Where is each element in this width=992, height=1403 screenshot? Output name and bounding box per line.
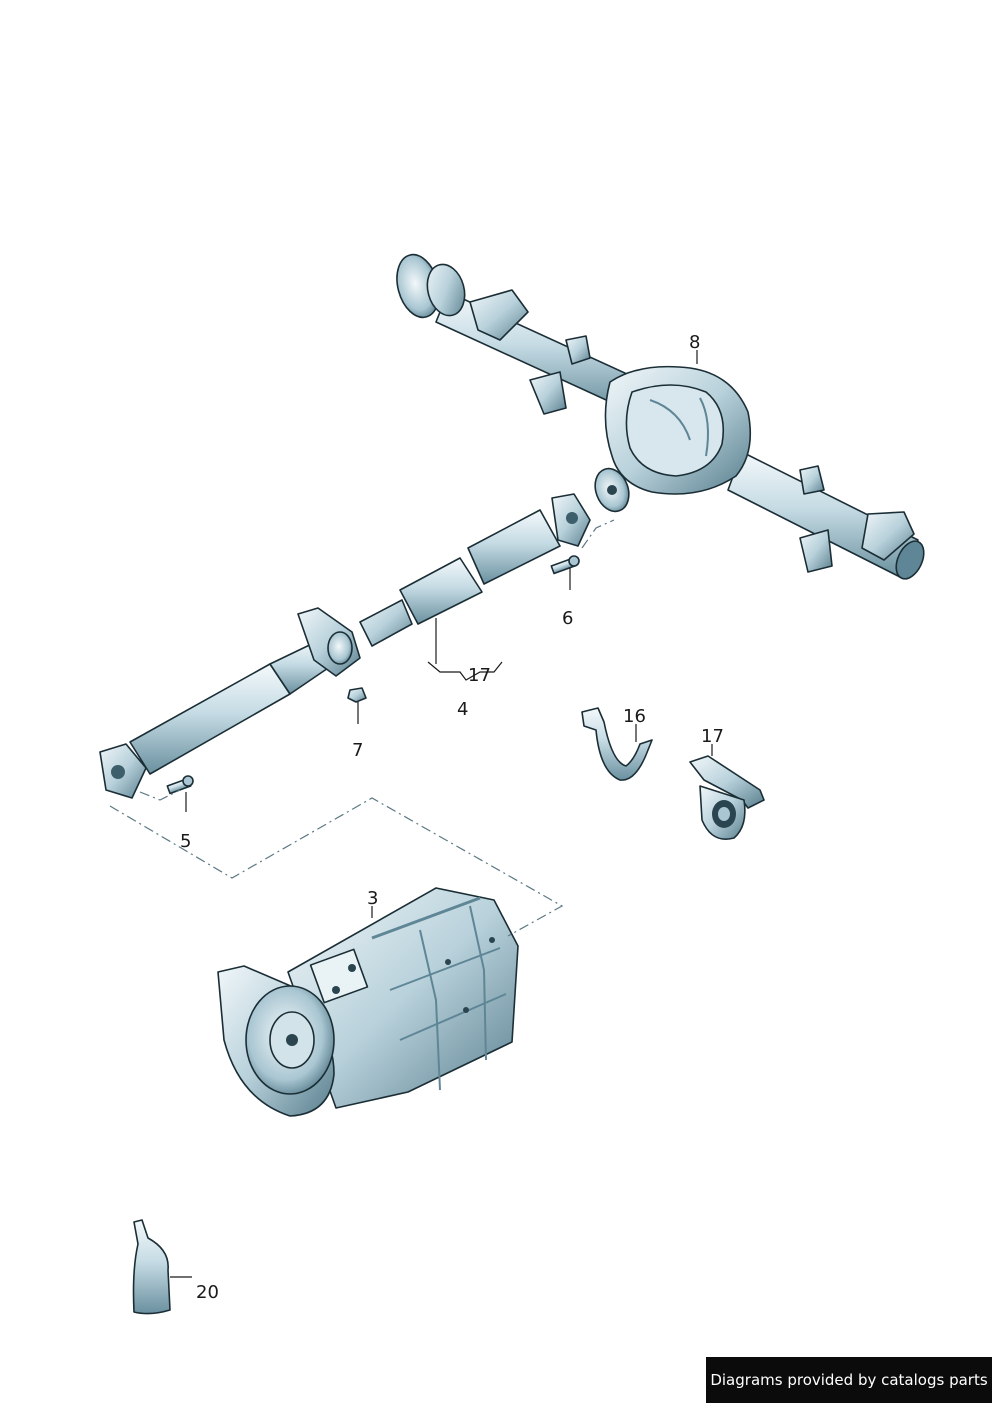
axle-bracket-4 <box>861 511 915 561</box>
leader-lines <box>170 350 713 1278</box>
callout-16: 16 <box>623 706 646 727</box>
center-bearing-ring <box>327 631 353 665</box>
hub-left <box>426 263 466 317</box>
callout-17: 17 <box>701 726 724 747</box>
rear-axle-differential <box>396 253 925 580</box>
axle-end-right <box>895 540 925 580</box>
callout-labels: 8 6 17 4 7 5 16 17 3 20 <box>180 332 724 1303</box>
assembly-lines <box>109 519 615 937</box>
axle-bracket-6 <box>799 529 833 573</box>
gearbox-case <box>287 887 519 1109</box>
propshaft-rear-tube-2 <box>467 509 561 585</box>
center-bearing-17 <box>689 755 765 840</box>
axle-bracket-5 <box>799 465 825 495</box>
axle-bracket-2 <box>565 335 591 365</box>
credit-banner: Diagrams provided by catalogs parts <box>706 1357 992 1403</box>
gearbox-valve-cover <box>309 948 369 1004</box>
differential-cover <box>625 384 725 477</box>
callout-17-propshaft: 17 <box>468 665 491 686</box>
bolt-5 <box>166 775 194 795</box>
callout-8: 8 <box>689 332 700 353</box>
callout-20: 20 <box>196 1282 219 1303</box>
bolt-6 <box>550 555 580 575</box>
propshaft <box>99 493 591 799</box>
callout-7: 7 <box>352 740 363 761</box>
callout-3: 3 <box>367 888 378 909</box>
propshaft-front-tube <box>129 663 291 775</box>
grease-tube <box>132 1219 171 1315</box>
propshaft-u-joint <box>359 599 413 647</box>
axle-bracket-3 <box>529 371 567 415</box>
propshaft-rear-tube-1 <box>399 557 483 625</box>
callout-6: 6 <box>562 608 573 629</box>
gearbox <box>217 887 519 1117</box>
bracket-16 <box>581 707 653 781</box>
nut-7 <box>347 687 367 703</box>
callout-5: 5 <box>180 831 191 852</box>
callout-4: 4 <box>457 699 468 720</box>
axle-bracket-1 <box>469 289 529 341</box>
